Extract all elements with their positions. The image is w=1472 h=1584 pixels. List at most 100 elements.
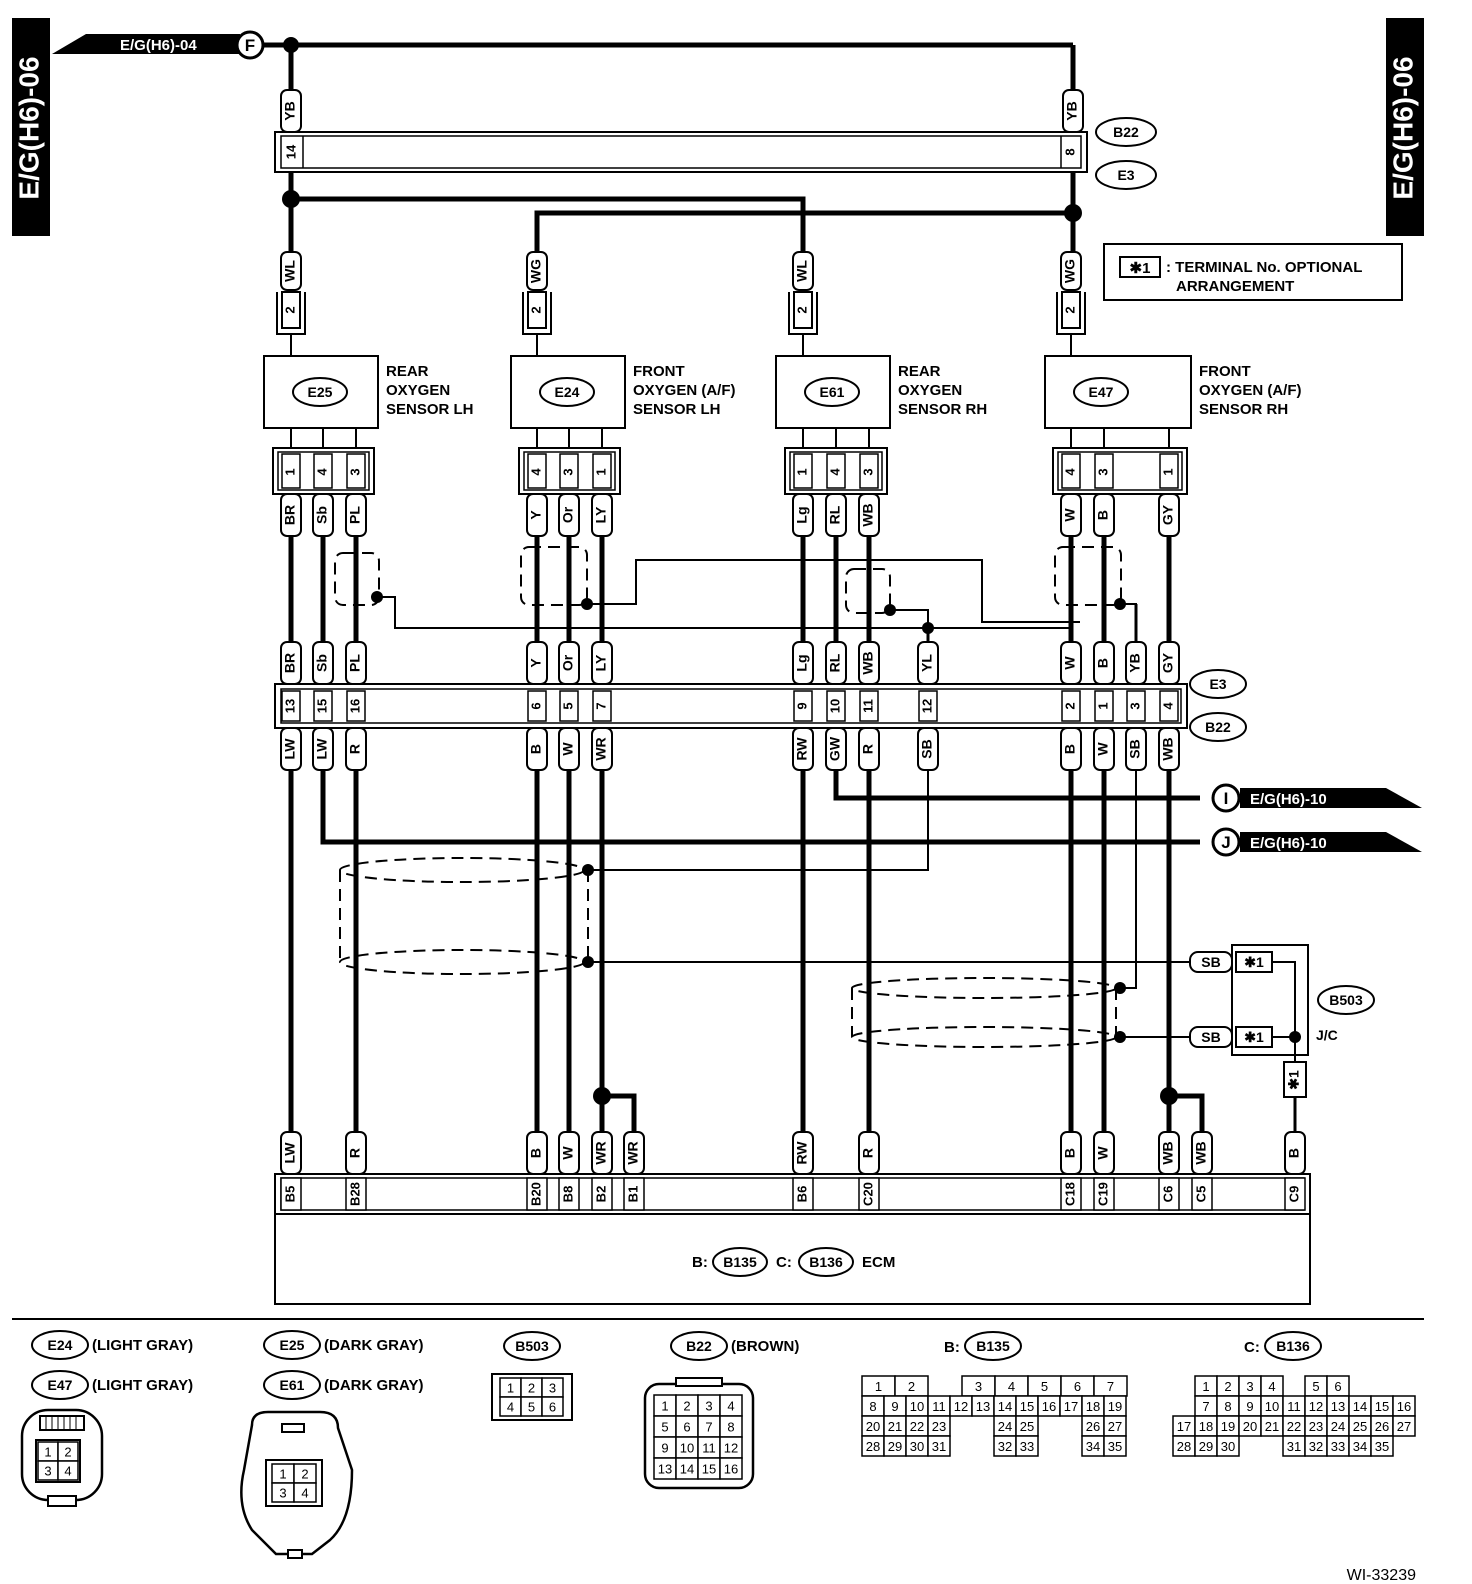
connector-pin: 26 [1086,1419,1100,1434]
ecm-wire-code-box [558,1131,580,1175]
connector-pin: 24 [1331,1419,1345,1434]
sensor-wire-code-box [1060,493,1082,537]
mid-upper-wire-code-box [1060,641,1082,685]
connector-pin: 20 [1243,1419,1257,1434]
side-label-right-text: E/G(H6)-06 [1387,56,1418,199]
sensor-name-line: REAR [898,363,941,380]
wire-code-top-left: YB [280,89,302,133]
mid-upper-wire-code: Or [560,654,576,671]
jc-wire-lower: SB [1201,1029,1220,1045]
offpage-flag-i: I E/G(H6)-10 [1211,783,1422,813]
mid-upper-wire-code: WB [860,651,876,674]
connector-pin: 25 [1020,1419,1034,1434]
connector-pin: 4 [1008,1379,1015,1394]
mid-upper-wire-code: GY [1160,652,1176,673]
mid-pin: 11 [860,699,875,713]
connector-pin: 3 [44,1464,51,1479]
jc-id: B503 [1329,992,1363,1008]
wire-code-top-left-text: YB [282,101,298,120]
connector-pin: 27 [1108,1419,1122,1434]
sensor-feed-wire-code-box [526,251,548,291]
ecm-wire-code: W [1095,1146,1111,1160]
mid-lower-wire-code: SB [1127,739,1143,758]
mid-lower-wire-code: GW [827,736,843,761]
connector-view-b136: C: B136 [1244,1331,1322,1361]
sensor-pin: 3 [560,468,575,475]
connector-pin: 2 [64,1445,71,1460]
ecm-pin: C6 [1160,1186,1175,1203]
mid-lower-wire-code: SB [919,739,935,758]
sensor-wire-code: PL [347,506,363,524]
sensor-wire-code-box [792,493,814,537]
ecm-wire-code: WR [625,1141,641,1164]
connector-pin: 4 [1268,1379,1275,1394]
cv-e24-id: E24 [48,1337,73,1353]
mid-upper-wire-code-box [591,641,613,685]
sensor-wire-code: B [1095,510,1111,520]
connector-pin: 1 [507,1381,514,1396]
mid-upper-wire-code-box [558,641,580,685]
connector-view-b135: B: B135 [944,1331,1022,1361]
ecm-pin: B28 [347,1182,362,1206]
connector-pin: 6 [549,1400,556,1415]
connector-tag-b22-top-text: B22 [1113,124,1139,140]
offpage-top-marker: F [245,36,255,55]
connector-pin: 33 [1020,1439,1034,1454]
ecm-conn-c: B136 [809,1254,843,1270]
connector-pin: 9 [661,1441,668,1456]
mid-lower-wire-code-box [917,727,939,771]
sensor-wire-code: W [1062,508,1078,522]
mid-lower-wire-code-box [280,727,302,771]
connector-pin: 11 [702,1441,716,1456]
mid-upper-wire-code-box [858,641,880,685]
mid-pins-layer: BR13Sb15PL16Y6Or5LY7Lg9RL10WB11YL12W2B1Y… [280,641,1180,722]
side-label-right: E/G(H6)-06 [1386,18,1424,236]
wires-lower [288,770,1297,1132]
top-pin-right: 8 [1062,148,1077,155]
connector-pin: 32 [998,1439,1012,1454]
ecm-pin: C19 [1095,1182,1110,1206]
connector-pin: 19 [1108,1399,1122,1414]
connector-pin: 29 [1199,1439,1213,1454]
cv-e25-color: (DARK GRAY) [324,1337,423,1354]
sensor-wire-code-box [526,493,548,537]
joint-connector-b503: SB ✱1 SB ✱1 ✱1 B503 J/C [1189,944,1375,1098]
ecm-pin: C20 [860,1182,875,1206]
sensor-name-line: SENSOR RH [898,401,987,418]
ecm-pin: B2 [593,1186,608,1203]
ecm-conn-b: B135 [723,1254,757,1270]
sensor-name-line: SENSOR LH [633,401,721,418]
mid-pin: 5 [560,702,575,709]
connector-tag-e3-mid-text: E3 [1209,676,1226,692]
connector-pin: 10 [1265,1399,1279,1414]
shield-drain-wires [377,559,1137,642]
ecm-wire-code-box [792,1131,814,1175]
sensor-pin: 1 [593,468,608,475]
sensor-name-line: FRONT [1199,363,1251,380]
mid-lower-wire-code-box [526,727,548,771]
mid-pin: 1 [1095,702,1110,709]
connector-pin: 21 [1265,1419,1279,1434]
mid-lower-wire-code-box [312,727,334,771]
jc-pin-upper: ✱1 [1244,954,1264,970]
sensor-feed-wire-code-box [280,251,302,291]
ecm-wire-code: B [1286,1148,1302,1158]
ecm-wire-code: RW [794,1141,810,1165]
connector-pin: 2 [683,1399,690,1414]
connector-pin: 8 [727,1420,734,1435]
mid-lower-wire-code-box [1093,727,1115,771]
connector-pin: 6 [1334,1379,1341,1394]
shield-outlines-lower [339,857,1117,1048]
ecm-wire-code: LW [282,1142,298,1164]
ecm-pins-layer: LWB5RB28BB20WB8WRB2WRB1RWB6RC20BC18WC19W… [280,1131,1306,1211]
top-connector-strip: 14 8 [274,131,1088,173]
ecm-wire-code-box [1158,1131,1180,1175]
cv-b22-id: B22 [686,1338,712,1354]
cv-e47-color: (LIGHT GRAY) [92,1377,193,1394]
mid-pin: 16 [347,699,362,713]
connector-tag-e3-top: E3 [1095,160,1157,190]
connector-pin: 3 [1246,1379,1253,1394]
mid-upper-wire-code-box [792,641,814,685]
